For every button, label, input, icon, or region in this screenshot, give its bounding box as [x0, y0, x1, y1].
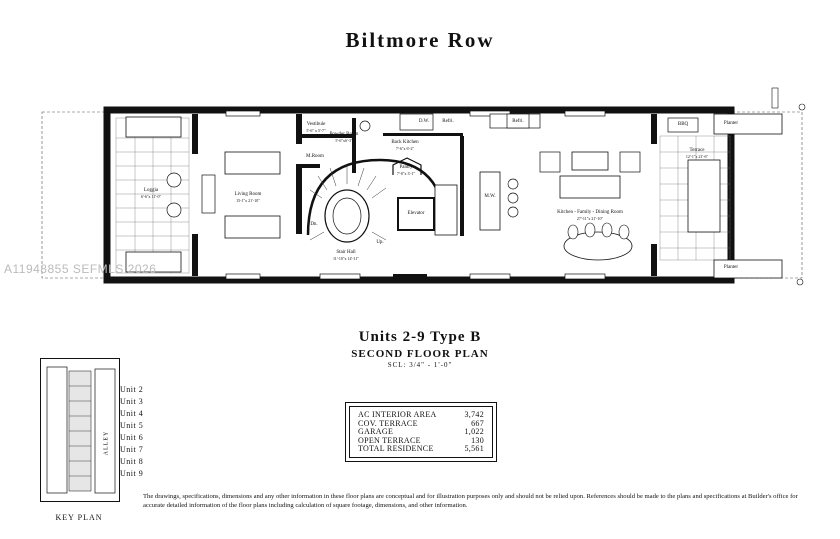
unit-label: Unit 4: [120, 409, 144, 418]
room-dims: 5'-6" x 5'-7": [306, 128, 326, 133]
area-row: GARAGE 1,022: [358, 428, 484, 437]
alley-label: ALLEY: [103, 430, 110, 456]
area-label: GARAGE: [358, 427, 394, 437]
room-dims: 7'-0"x 3'-1": [396, 171, 416, 176]
plan-title: Biltmore Row: [345, 28, 495, 52]
room-name: Terrace: [689, 148, 705, 153]
north-arrow-icon: [771, 87, 779, 109]
room-dims: 15-1"x 21'-10": [236, 198, 260, 203]
unit-label: Unit 3: [120, 397, 144, 406]
unit-label: Unit 8: [120, 457, 144, 466]
room-name: Pantry: [399, 165, 413, 170]
unit-label: Unit 5: [120, 421, 144, 430]
room-dims: 7'-6"x 6'-2": [395, 146, 415, 151]
stair-up-label: Up.: [376, 240, 384, 245]
area-label: TOTAL RESIDENCE: [358, 444, 434, 454]
room-dims: 27'-11"x 21'-10": [576, 216, 604, 221]
room-dims: 5'-6"x6'-3": [335, 138, 353, 143]
unit-label: Unit 7: [120, 445, 144, 454]
area-value: 667: [471, 418, 484, 428]
area-value: 3,742: [464, 410, 484, 419]
room-name: Powder Room: [329, 132, 359, 137]
key-plan-drawing: [40, 358, 120, 502]
bbq-label: BBQ: [677, 122, 689, 127]
area-label: OPEN TERRACE: [358, 435, 421, 445]
room-name: Loggia: [143, 188, 159, 193]
room-name: Kitchen - Family - Dining Room: [557, 210, 623, 215]
refrigerator-label-2: Refri.: [512, 119, 524, 124]
watermark: A11948855 SEFMLS 2026: [4, 262, 157, 276]
area-value: 130: [471, 435, 484, 445]
area-row: TOTAL RESIDENCE 5,561: [358, 445, 484, 454]
unit-type-title: Units 2-9 Type B: [358, 329, 482, 345]
room-name: Back Kitchen: [391, 140, 419, 145]
microwave-label: M.W.: [484, 194, 496, 199]
planter-top: Planter: [723, 121, 739, 126]
room-dims: 12'-1"x 21'-6": [685, 154, 709, 159]
room-name: Living Room: [234, 192, 262, 197]
key-plan-label: KEY PLAN: [55, 513, 103, 522]
area-row: OPEN TERRACE 130: [358, 435, 484, 446]
stair-down-label: Dn.: [310, 222, 318, 227]
room-dims: 11'-10"x 14'-11": [332, 256, 360, 261]
unit-label: Unit 6: [120, 433, 144, 442]
floor-subtitle: SECOND FLOOR PLAN: [351, 348, 489, 360]
disclaimer-text: The drawings, specifications, dimensions…: [143, 493, 798, 509]
area-label: COV. TERRACE: [358, 418, 418, 428]
floor-plan-drawing: [41, 87, 806, 286]
unit-list: Unit 2 Unit 3 Unit 4 Unit 5 Unit 6 Unit 7 Unit…: [120, 384, 143, 480]
room-name: Stair Hall: [336, 250, 356, 255]
unit-label: Unit 2: [120, 385, 144, 394]
area-value: 1,022: [464, 427, 484, 437]
unit-label: Unit 9: [120, 469, 144, 478]
room-dims: 6'-6"x 11'-0": [140, 194, 162, 199]
planter-bottom: Planter: [723, 265, 739, 270]
refrigerator-label-1: Refri.: [442, 119, 454, 124]
room-elevator: Elevator: [407, 211, 425, 216]
dishwasher-label: D.W.: [418, 119, 430, 124]
area-label: AC INTERIOR AREA: [358, 410, 437, 419]
room-mroom: M.Room: [306, 154, 324, 159]
area-row: AC INTERIOR AREA 3,742: [358, 410, 484, 420]
scale-label: SCL: 3/4" - 1'-0": [387, 361, 453, 369]
area-row: COV. TERRACE 667: [358, 418, 484, 429]
area-value: 5,561: [464, 444, 484, 454]
room-name: Vestibule: [306, 122, 326, 127]
